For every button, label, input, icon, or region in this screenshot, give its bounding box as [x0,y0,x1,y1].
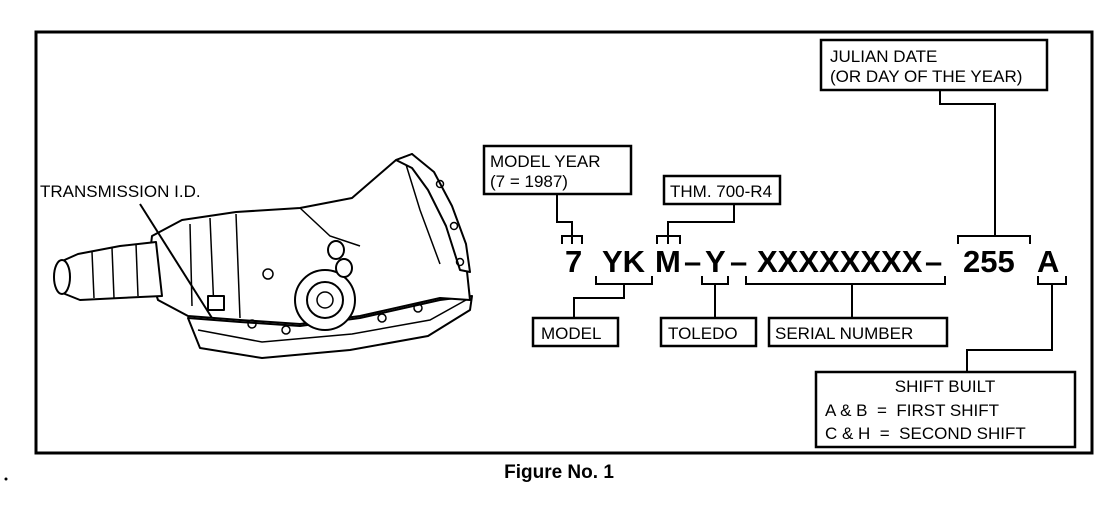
figure-frame [34,30,1094,455]
shift-built-line-2: C & H = SECOND SHIFT [825,424,1026,443]
julian-connector [939,90,996,236]
model-year-line-2: (7 = 1987) [490,172,568,191]
toledo-label: TOLEDO [668,324,738,343]
stray-dot [4,477,8,481]
transmission-id-leader [139,203,213,319]
thm-label: THM. 700-R4 [670,182,772,201]
code-dash-1: – [684,244,701,279]
code-thm: M [655,244,681,279]
code-year: 7 [565,244,582,279]
julian-date-box [819,38,1049,92]
shift-built-line-1: A & B = FIRST SHIFT [825,401,999,420]
code-plant: Y [705,244,726,279]
code-dash-2: – [730,244,747,279]
thm-box [662,174,782,206]
figure-caption: Figure No. 1 [504,462,614,483]
transmission-illustration [53,153,473,359]
model-label: MODEL [541,324,601,343]
model-year-line-1: MODEL YEAR [490,152,601,171]
shift-connector [966,284,1053,372]
shift-built-title: SHIFT BUILT [895,377,995,396]
thm-bracket [656,235,681,244]
serial-number-label: SERIAL NUMBER [775,324,913,343]
code-dash-3: – [925,244,942,279]
model-year-connector [556,194,573,244]
code-serial: XXXXXXXX [757,244,923,279]
model-box [531,316,620,348]
julian-date-line-2: (OR DAY OF THE YEAR) [830,67,1022,86]
julian-bracket [957,235,1031,244]
model-connector [573,284,625,318]
serial-number-box [767,316,949,348]
toledo-box [659,316,758,348]
shift-built-box [814,370,1077,449]
code-julian: 255 [963,244,1015,279]
transmission-id-label: TRANSMISSION I.D. [40,182,201,201]
code-model: YK [602,244,646,279]
thm-connector [667,204,735,244]
code-shift: A [1037,244,1059,279]
serial-bracket [745,276,946,285]
julian-date-line-1: JULIAN DATE [830,47,937,66]
year-bracket [561,235,583,244]
